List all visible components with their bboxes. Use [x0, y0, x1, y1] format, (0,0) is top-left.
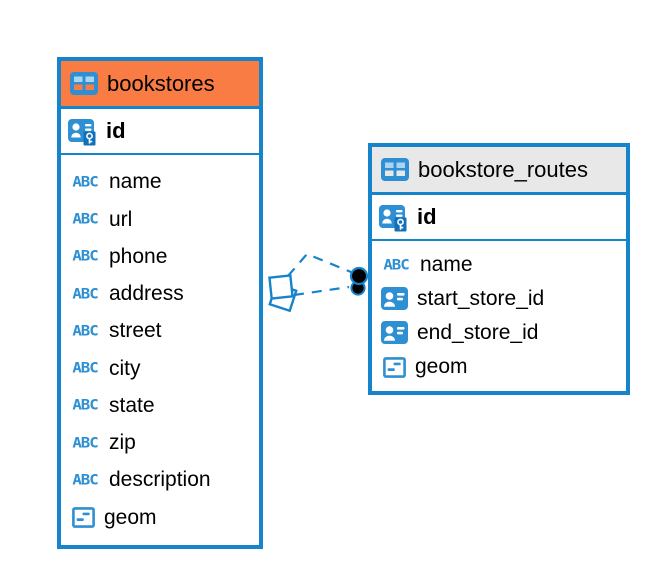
- geometry-column-icon: [72, 507, 95, 528]
- relationship-start-marker[interactable]: [268, 274, 298, 313]
- table-header[interactable]: bookstores: [61, 61, 259, 109]
- column-name: zip: [109, 431, 136, 455]
- primary-key-name: id: [417, 204, 437, 229]
- column-name: geom: [415, 355, 468, 378]
- relationship-line[interactable]: [293, 285, 350, 297]
- text-column-icon: ABC: [383, 256, 409, 273]
- column-row[interactable]: ABC street: [61, 319, 259, 343]
- column-row[interactable]: end_store_id: [372, 321, 626, 345]
- text-column-icon: ABC: [72, 248, 98, 265]
- column-name: street: [109, 319, 162, 343]
- text-column-icon: ABC: [72, 359, 98, 377]
- reference-column-icon: [381, 287, 408, 311]
- column-name: state: [109, 393, 155, 417]
- column-row[interactable]: geom: [372, 355, 626, 379]
- column-row[interactable]: ABC zip: [61, 431, 259, 455]
- primary-key-icon: [68, 116, 98, 146]
- relationship-end-marker[interactable]: [349, 266, 369, 296]
- column-row[interactable]: ABC state: [61, 394, 259, 418]
- column-name: name: [109, 170, 162, 194]
- text-column-icon: ABC: [72, 173, 98, 191]
- column-name: address: [109, 282, 184, 306]
- text-column-icon: ABC: [72, 434, 98, 451]
- column-row[interactable]: start_store_id: [372, 287, 626, 311]
- column-name: description: [109, 468, 211, 492]
- column-name: end_store_id: [417, 321, 539, 344]
- table-icon: [70, 72, 98, 95]
- table-header[interactable]: bookstore_routes: [372, 147, 626, 195]
- column-name: start_store_id: [417, 287, 545, 310]
- column-row[interactable]: ABC city: [61, 357, 259, 381]
- column-name: url: [109, 207, 133, 231]
- primary-key-name: id: [106, 118, 126, 143]
- column-name: name: [420, 253, 473, 276]
- column-row[interactable]: ABC phone: [61, 245, 259, 269]
- text-column-icon: ABC: [72, 471, 98, 489]
- table-icon: [381, 158, 409, 181]
- column-row[interactable]: geom: [61, 506, 259, 530]
- geometry-column-icon: [383, 357, 406, 378]
- column-row[interactable]: ABC name: [61, 170, 259, 194]
- primary-key-row[interactable]: id: [61, 109, 259, 155]
- text-column-icon: ABC: [72, 285, 98, 302]
- column-row[interactable]: ABC url: [61, 208, 259, 232]
- column-row[interactable]: ABC description: [61, 468, 259, 492]
- column-row[interactable]: ABC address: [61, 282, 259, 306]
- column-name: geom: [104, 505, 157, 529]
- primary-key-icon: [379, 202, 409, 232]
- table-name: bookstores: [107, 70, 215, 96]
- reference-column-icon: [381, 321, 408, 345]
- column-name: phone: [109, 244, 168, 268]
- text-column-icon: ABC: [72, 322, 98, 340]
- column-name: city: [109, 356, 141, 380]
- text-column-icon: ABC: [72, 210, 98, 228]
- relationship-line[interactable]: [287, 252, 352, 277]
- primary-key-row[interactable]: id: [372, 195, 626, 241]
- text-column-icon: ABC: [72, 397, 98, 414]
- table-name: bookstore_routes: [418, 156, 588, 182]
- column-row[interactable]: ABC name: [372, 253, 626, 277]
